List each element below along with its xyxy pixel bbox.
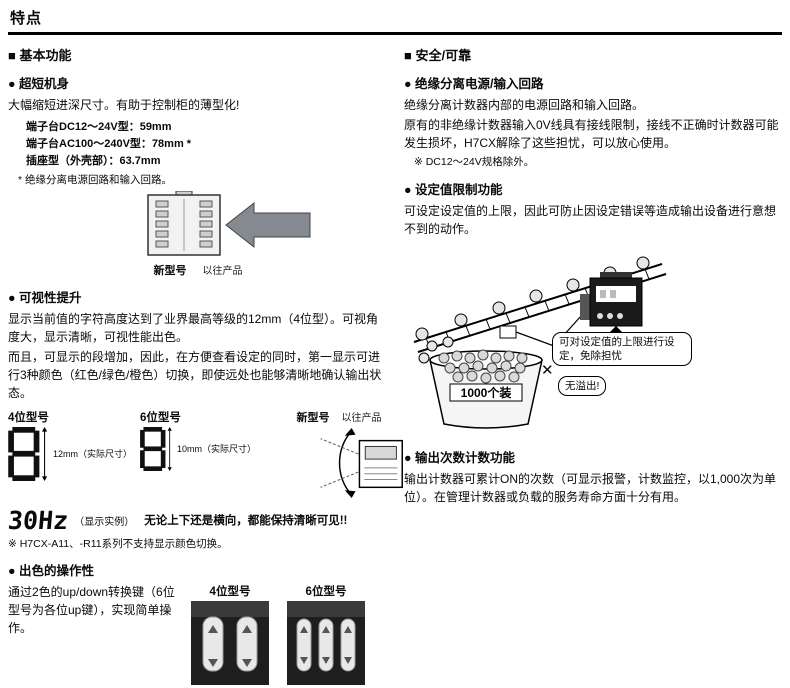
no-overflow-bubble: 无溢出! (558, 375, 607, 396)
compact-body-intro: 大幅缩短进深尺寸。有助于控制柜的薄型化! (8, 98, 240, 112)
isolation-heading: ● 绝缘分离电源/输入回路 (404, 77, 544, 91)
visibility-para-1: 显示当前值的字符高度达到了业界最高等级的12mm（4位型）。可视角度大，显示清晰… (8, 311, 379, 344)
left-arrow-icon (225, 201, 311, 248)
compact-body-illustration: 新型号 以往产品 (68, 190, 328, 278)
compact-note: * 绝缘分离电源回路和输入回路。 (18, 174, 173, 187)
set-limit-para: 可设定设定值的上限，因此可防止因设定错误等造成输出设备进行意想不到的动作。 (404, 203, 777, 236)
rear-view-device-drawing (147, 190, 311, 256)
output-count-para: 输出计数器可累计ON的次数（可显示报警，计数监控，以1,000次为单位）。在管理… (404, 471, 777, 504)
isolation-para-2: 原有的非绝缘计数器输入0V线具有接线限制，接线不正确时计数器可能发生损坏，H7C… (404, 118, 779, 150)
right-column: ■ 安全/可靠 ● 绝缘分离电源/输入回路 绝缘分离计数器内部的电源回路和输入回… (404, 45, 782, 688)
size-4digit-label: 12mm（实际尺寸） (53, 449, 133, 460)
keys-photo-6digit (287, 600, 365, 685)
label-6digit: 6位型号 (140, 411, 181, 424)
digit-block-6: 6位型号 (140, 409, 256, 471)
no-overflow-cross-icon: ✕ (541, 361, 554, 379)
seven-segment-8-large-icon (8, 426, 48, 481)
seven-segment-8-small-icon (140, 426, 172, 471)
label-6digit: 6位型号 (305, 585, 347, 598)
old-product-label: 以往产品 (341, 412, 382, 424)
display-example-caption: （显示实例） (74, 516, 135, 528)
display-example-text: 30Hz (6, 505, 70, 535)
digit-size-illustration: 4位型号 (8, 409, 404, 502)
display-example-row: 30Hz （显示实例） 无论上下还是横向，都能保持清晰可见!! (6, 505, 386, 535)
label-4digit: 4位型号 (209, 585, 251, 598)
digit-block-4: 4位型号 (8, 409, 132, 481)
old-product-label: 以往产品 (202, 265, 243, 277)
output-count-heading: ● 输出次数计数功能 (404, 450, 516, 465)
viewing-angle-illustration: 新型号 以往产品 (266, 409, 412, 502)
operability-heading: ● 出色的操作性 (8, 563, 95, 578)
label-4digit: 4位型号 (8, 411, 49, 424)
compact-illustration-labels: 新型号 以往产品 (68, 262, 328, 278)
visibility-note: 无论上下还是横向，都能保持清晰可见!! (144, 515, 348, 528)
page-title: 特点 (8, 5, 782, 35)
set-limit-illustration: 1000个装 可对设定值的上限进行设定，免除担忧 ✕ (404, 242, 778, 438)
compact-body-heading: ● 超短机身 (8, 77, 70, 91)
spec-socket: 插座型（外壳部）：63.7mm (26, 155, 161, 168)
visibility-footnote: ※ H7CX-A11、-R11系列不支持显示颜色切换。 (8, 537, 228, 550)
new-model-label: 新型号 (153, 264, 187, 277)
depth-spec-list: 端子台DC12～24V型：59mm 端子台AC100～240V型：78mm * … (26, 119, 386, 170)
basic-functions-heading: ■ 基本功能 (8, 48, 72, 63)
keys-photo-block-4: 4位型号 (188, 583, 272, 688)
new-model-label: 新型号 (296, 411, 330, 424)
spec-dc-terminal: 端子台DC12～24V型：59mm (26, 121, 172, 133)
visibility-heading: ● 可视性提升 (8, 290, 82, 305)
spec-ac-terminal: 端子台AC100～240V型：78mm * (26, 138, 192, 151)
safety-heading: ■ 安全/可靠 (404, 48, 472, 63)
left-column: ■ 基本功能 ● 超短机身 大幅缩短进深尺寸。有助于控制柜的薄型化! 端子台DC… (6, 45, 404, 688)
viewing-angle-drawing (320, 427, 404, 498)
keys-photo-4digit (191, 600, 269, 685)
keys-photo-block-6: 6位型号 (284, 583, 368, 688)
set-limit-heading: ● 设定值限制功能 (404, 182, 503, 197)
bucket-capacity-label: 1000个装 (461, 385, 512, 400)
isolation-para-1: 绝缘分离计数器内部的电源回路和输入回路。 (404, 98, 645, 112)
operability-row: 通过2色的up/down转换键（6位型号为各位up键），实现简单操作。 4位型号 (8, 583, 386, 688)
conveyor-counter-drawing: 1000个装 (413, 256, 667, 429)
visibility-para-2: 而且，可显示的段增加，因此，在方便查看设定的同时，第一显示可进行3种颜色（红色/… (8, 349, 382, 400)
operability-para: 通过2色的up/down转换键（6位型号为各位up键），实现简单操作。 (8, 584, 175, 635)
limit-callout-bubble: 可对设定值的上限进行设定，免除担忧 (552, 325, 692, 367)
two-column-layout: ■ 基本功能 ● 超短机身 大幅缩短进深尺寸。有助于控制柜的薄型化! 端子台DC… (6, 45, 782, 688)
size-6digit-label: 10mm（实际尺寸） (177, 444, 257, 455)
isolation-note: ※ DC12～24V规格除外。 (414, 156, 535, 168)
